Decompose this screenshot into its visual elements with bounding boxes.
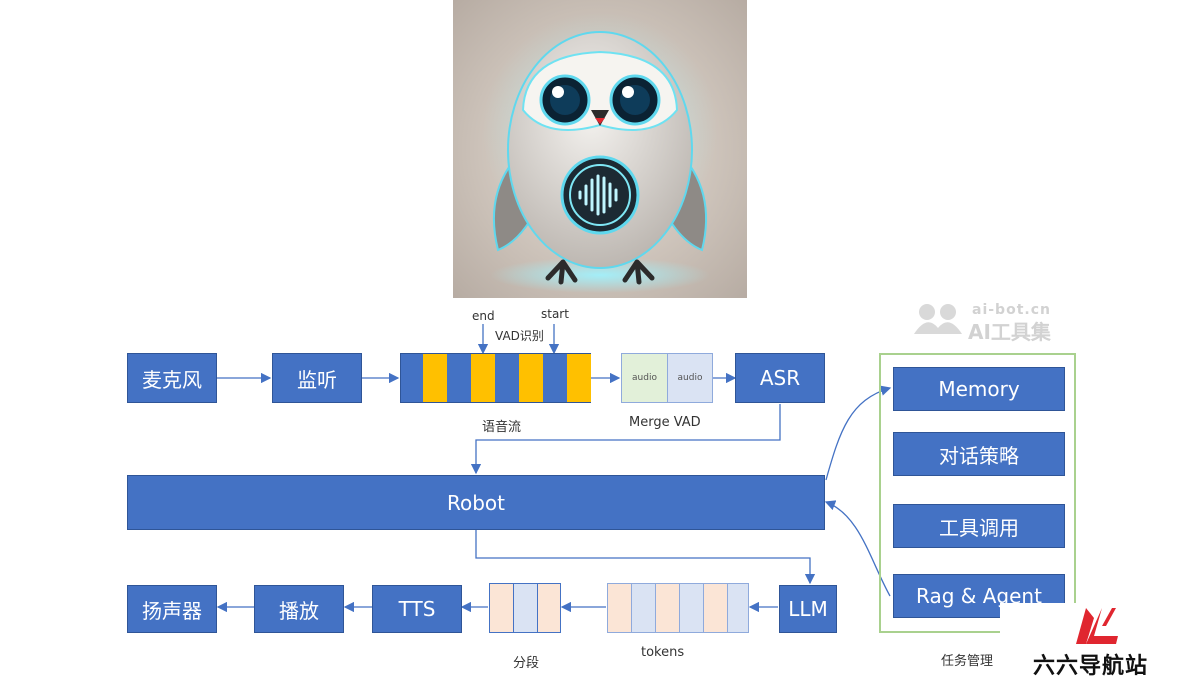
ai-bot-logo-icon — [910, 302, 966, 336]
site-name-watermark: 六六导航站 — [1033, 654, 1149, 679]
speaker-box: 扬声器 — [127, 585, 217, 633]
robot-box: Robot — [127, 475, 825, 530]
segment-cell — [537, 583, 561, 633]
voice-stream-bar — [400, 353, 591, 403]
segment-caption: 分段 — [513, 656, 540, 671]
token-cell — [631, 583, 656, 633]
asr-box: ASR — [735, 353, 825, 403]
token-cell — [703, 583, 728, 633]
ai-bot-name-watermark: AI工具集 — [968, 320, 1051, 344]
tokens-caption: tokens — [641, 645, 685, 660]
token-cell — [607, 583, 632, 633]
voice-stream-caption: 语音流 — [482, 420, 522, 435]
tts-box: TTS — [372, 585, 462, 633]
segment-block — [489, 583, 561, 633]
vad-start-label: start — [541, 307, 569, 321]
microphone-box: 麦克风 — [127, 353, 217, 403]
vad-title-label: VAD识别 — [495, 329, 544, 343]
play-box: 播放 — [254, 585, 344, 633]
merge-vad-block: audio audio — [621, 353, 713, 403]
token-cell — [679, 583, 704, 633]
llm-box: LLM — [779, 585, 837, 633]
listen-box: 监听 — [272, 353, 362, 403]
merge-audio-cell: audio — [667, 353, 713, 403]
segment-cell — [513, 583, 538, 633]
arrow-asr-to-robot — [470, 404, 781, 475]
task-management-group — [879, 353, 1076, 633]
arrow-agent-to-robot — [824, 500, 891, 597]
task-management-caption: 任务管理 — [941, 654, 994, 669]
task-memory-box: Memory — [893, 367, 1065, 411]
stream-segment — [567, 354, 591, 402]
ai-bot-url-watermark: ai-bot.cn — [972, 302, 1051, 318]
token-cell — [727, 583, 749, 633]
stream-segment — [423, 354, 447, 402]
stream-segment — [519, 354, 543, 402]
vad-end-label: end — [472, 309, 495, 323]
stream-segment — [471, 354, 495, 402]
merge-vad-caption: Merge VAD — [629, 415, 701, 430]
task-tool-call-box: 工具调用 — [893, 504, 1065, 548]
site-logo-icon — [1072, 606, 1122, 648]
arrow-robot-to-llm — [475, 530, 816, 585]
owl-mascot-image — [453, 0, 747, 298]
segment-cell — [489, 583, 514, 633]
merge-audio-cell: audio — [621, 353, 668, 403]
tokens-block — [607, 583, 749, 633]
token-cell — [655, 583, 680, 633]
arrow-robot-to-memory — [825, 385, 892, 481]
task-dialog-strategy-box: 对话策略 — [893, 432, 1065, 476]
